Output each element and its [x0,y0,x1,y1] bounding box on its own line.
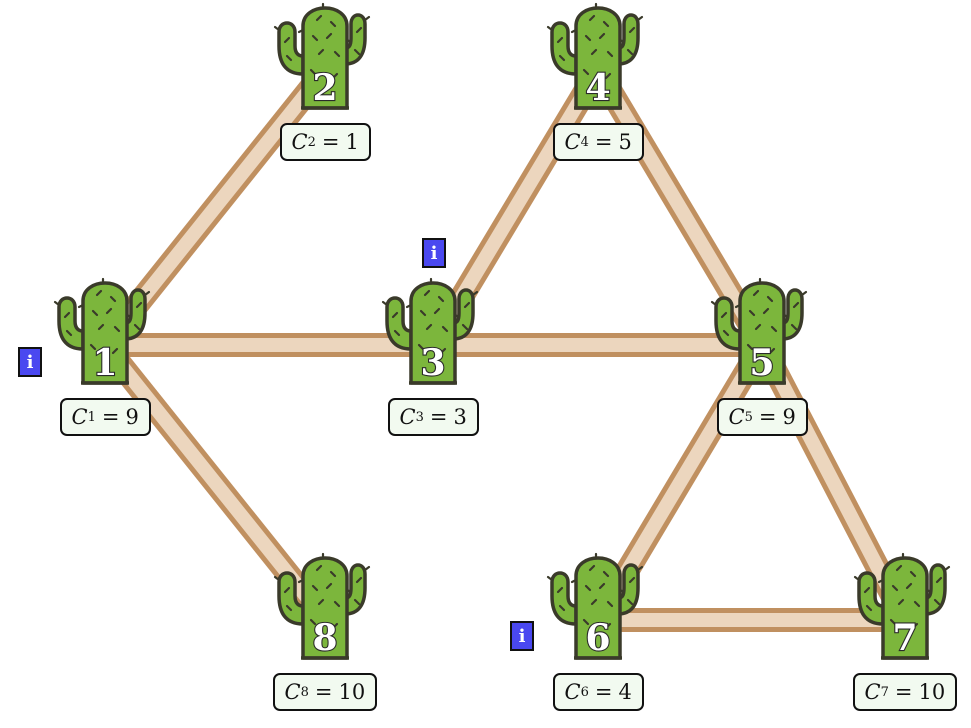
info-icon[interactable]: i [422,238,446,268]
node-number: 1 [92,342,117,384]
cost-value: 10 [918,680,946,704]
node-5[interactable]: 5 [710,277,808,385]
cost-subscript: 3 [415,409,424,425]
cost-subscript: 1 [87,409,96,425]
cost-value: 9 [125,405,139,429]
node-2[interactable]: 2 [273,2,371,110]
cost-variable: C [284,680,301,704]
node-6[interactable]: 6 [546,552,644,660]
node-4[interactable]: 4 [546,2,644,110]
node-number: 6 [585,617,610,659]
cost-value: 9 [782,405,796,429]
equals-sign: = [894,680,913,704]
cost-subscript: 6 [580,684,589,700]
equals-sign: = [101,405,120,429]
edge-5-7 [751,339,916,626]
cost-variable: C [291,130,308,154]
info-icon[interactable]: i [510,621,534,651]
node-number: 3 [420,342,445,384]
cost-subscript: 5 [744,409,753,425]
node-number: 8 [312,617,337,659]
cost-value: 3 [453,405,467,429]
node-number: 4 [585,67,610,109]
cost-variable: C [564,130,581,154]
cost-value: 10 [338,680,366,704]
equals-sign: = [321,130,340,154]
edge-4-5 [587,63,773,352]
node-number: 2 [312,67,337,109]
node-3[interactable]: 3 [381,277,479,385]
cost-subscript: 2 [307,134,316,150]
cost-variable: C [864,680,881,704]
equals-sign: = [758,405,777,429]
equals-sign: = [429,405,448,429]
node-8[interactable]: 8 [273,552,371,660]
cost-subscript: 7 [880,684,889,700]
equals-sign: = [594,680,613,704]
equals-sign: = [594,130,613,154]
info-icon[interactable]: i [18,347,42,377]
cost-variable: C [71,405,88,429]
cost-value: 1 [345,130,359,154]
cost-variable: C [728,405,745,429]
node-7[interactable]: 7 [853,552,951,660]
node-1[interactable]: 1 [53,277,151,385]
equals-sign: = [314,680,333,704]
cost-value: 5 [618,130,632,154]
node-number: 5 [749,342,774,384]
cost-subscript: 4 [580,134,589,150]
cost-variable: C [399,405,416,429]
cost-value: 4 [618,680,632,704]
node-number: 7 [892,617,917,659]
cost-subscript: 8 [300,684,309,700]
cost-variable: C [564,680,581,704]
